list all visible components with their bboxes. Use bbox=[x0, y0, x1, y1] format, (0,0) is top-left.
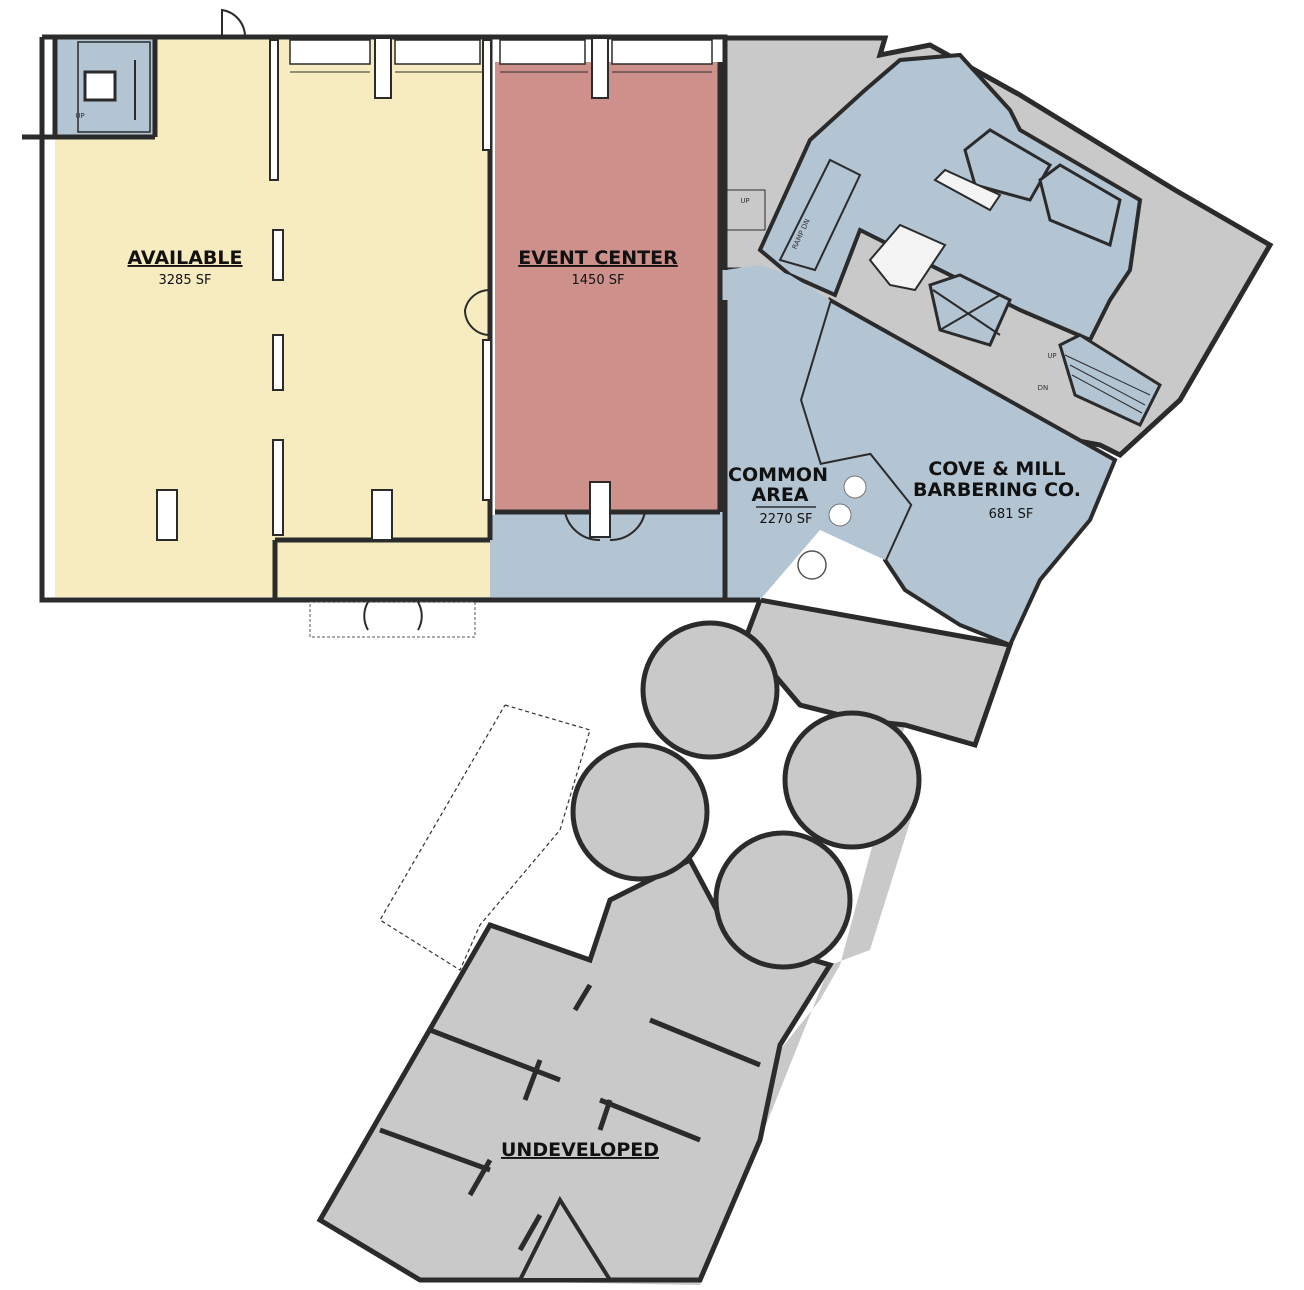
available-area: 3285 SF bbox=[159, 273, 212, 288]
undeveloped-wing bbox=[316, 597, 1014, 1285]
table bbox=[828, 503, 852, 527]
partition-wall bbox=[467, 1158, 493, 1197]
dashed-boundary bbox=[379, 704, 591, 971]
stair-up-top-left: UP bbox=[75, 112, 84, 120]
small-storage bbox=[516, 1195, 614, 1282]
silo bbox=[640, 620, 780, 760]
common-area-area: 2270 SF bbox=[760, 512, 813, 527]
available-name: AVAILABLE bbox=[128, 247, 243, 269]
windows-top bbox=[289, 39, 713, 65]
partition-wall bbox=[572, 983, 593, 1012]
table bbox=[843, 475, 867, 499]
event-center-area: 1450 SF bbox=[572, 273, 625, 288]
undeveloped-name: UNDEVELOPED bbox=[501, 1139, 659, 1161]
elevator-cross bbox=[932, 289, 1001, 336]
event-center-room bbox=[495, 62, 720, 512]
cove-mill-area: 681 SF bbox=[989, 507, 1034, 522]
door-event-available bbox=[463, 288, 491, 336]
elevator-top-left bbox=[83, 70, 117, 102]
silo bbox=[782, 710, 922, 850]
stair-up-label-small: UP bbox=[740, 197, 749, 205]
partition-wall bbox=[649, 1017, 761, 1068]
counter bbox=[933, 168, 1002, 212]
silo bbox=[570, 742, 710, 882]
undeveloped-block bbox=[316, 856, 834, 1283]
cove-mill-name-2: BARBERING CO. bbox=[913, 479, 1081, 501]
partition-wall bbox=[599, 1097, 701, 1143]
partition-wall bbox=[429, 1027, 561, 1083]
common-area-name-2: AREA bbox=[751, 484, 808, 506]
stair-small bbox=[726, 189, 766, 231]
stair-dn-label: DN bbox=[1038, 384, 1049, 392]
restroom bbox=[1038, 163, 1122, 248]
elevator-cross bbox=[939, 294, 1001, 331]
partition-wall bbox=[379, 1127, 491, 1173]
door-top bbox=[221, 8, 247, 38]
door-event-arch bbox=[564, 511, 646, 542]
stairwell bbox=[1058, 333, 1162, 427]
common-area-name-1: COMMON bbox=[728, 464, 828, 486]
silo bbox=[713, 830, 853, 970]
ramp bbox=[778, 158, 862, 272]
stair-up-label: UP bbox=[1047, 352, 1056, 360]
entrance-door bbox=[363, 601, 423, 631]
spiral-stair bbox=[797, 550, 827, 580]
silo-group bbox=[570, 620, 922, 970]
entrance-canopy bbox=[309, 601, 476, 638]
partition-wall bbox=[597, 1099, 613, 1131]
office-suite bbox=[757, 52, 1143, 343]
cove-mill-name-1: COVE & MILL bbox=[928, 458, 1065, 480]
event-center-name: EVENT CENTER bbox=[518, 247, 678, 269]
partition-wall bbox=[517, 1213, 543, 1252]
columns bbox=[156, 37, 611, 541]
partition-wall bbox=[522, 1059, 543, 1101]
stair-treads bbox=[1064, 354, 1151, 414]
reception-counter bbox=[868, 223, 947, 292]
